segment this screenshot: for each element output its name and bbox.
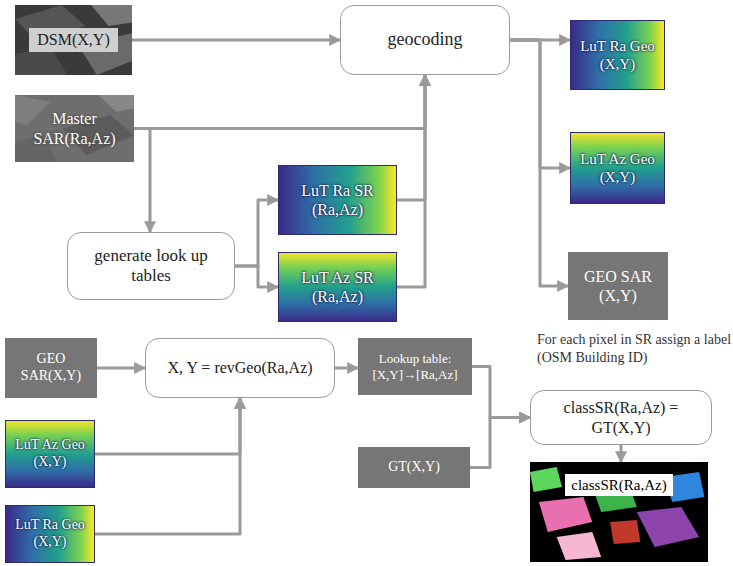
flow-arrow xyxy=(95,398,240,454)
flow-arrow xyxy=(620,445,623,462)
flow-arrow xyxy=(235,200,278,266)
texture-patch xyxy=(557,532,602,560)
class-map-image: classSR(Ra,Az) xyxy=(530,462,708,562)
process-box: generate look up tables xyxy=(67,232,235,300)
lookup-table-image: LuT Ra Geo (X,Y) xyxy=(5,505,95,563)
data-box: Lookup table: [X,Y]→[Ra,Az] xyxy=(358,338,472,395)
data-box: GT(X,Y) xyxy=(358,447,470,488)
node-text: Lookup table: [X,Y]→[Ra,Az] xyxy=(363,351,467,382)
node-text: GEO SAR (X,Y) xyxy=(574,267,662,305)
img-grey-texture xyxy=(15,95,134,162)
texture-patch xyxy=(539,497,592,532)
flow-arrow xyxy=(472,367,530,418)
node-text: LuT Ra Geo (X,Y) xyxy=(577,37,658,73)
node-text: LuT Ra Geo (X,Y) xyxy=(12,517,88,551)
data-box: GEO SAR(X,Y) xyxy=(5,338,97,398)
node-text: LuT Az SR (Ra,Az) xyxy=(287,268,388,306)
lookup-table-image: LuT Ra SR (Ra,Az) xyxy=(278,165,397,235)
node-text: DSM(X,Y) xyxy=(29,28,117,51)
node-text: Master SAR(Ra,Az) xyxy=(21,109,128,147)
flow-arrow xyxy=(134,75,425,129)
texture-patch xyxy=(530,467,562,492)
lookup-table-image: LuT Az SR (Ra,Az) xyxy=(278,252,397,322)
texture-patch xyxy=(610,520,640,544)
process-box: X, Y = revGeo(Ra,Az) xyxy=(145,338,335,398)
node-text: classSR(Ra,Az) = GT(X,Y) xyxy=(537,398,705,436)
node-text: GEO SAR(X,Y) xyxy=(11,351,91,385)
node-text: X, Y = revGeo(Ra,Az) xyxy=(167,358,312,377)
flow-arrow xyxy=(397,75,425,287)
flow-arrow xyxy=(397,75,425,200)
lookup-table-image: LuT Ra Geo (X,Y) xyxy=(570,20,665,90)
texture-patch xyxy=(15,95,51,125)
node-text: LuT Ra SR (Ra,Az) xyxy=(287,181,388,219)
texture-patch xyxy=(91,5,132,26)
note-text: For each pixel in SR assign a label (OSM… xyxy=(537,331,733,366)
dsm-image: DSM(X,Y) xyxy=(15,5,132,75)
lookup-table-image: LuT Az Geo (X,Y) xyxy=(5,420,95,488)
flow-arrow xyxy=(134,129,150,233)
node-text: LuT Az Geo (X,Y) xyxy=(577,150,658,186)
node-text: classSR(Ra,Az) xyxy=(565,474,672,496)
node-text: generate look up tables xyxy=(90,246,212,287)
flow-arrow xyxy=(510,40,568,286)
lookup-table-image: LuT Az Geo (X,Y) xyxy=(570,132,665,204)
flow-arrow xyxy=(235,266,278,287)
texture-patch xyxy=(98,95,134,112)
flow-arrow xyxy=(335,367,358,370)
flow-arrow xyxy=(470,418,530,468)
flow-arrow xyxy=(95,398,240,534)
process-box: classSR(Ra,Az) = GT(X,Y) xyxy=(530,390,712,445)
process-box: geocoding xyxy=(340,5,510,75)
flow-arrow xyxy=(97,367,145,370)
node-text: LuT Az Geo (X,Y) xyxy=(12,437,88,471)
node-text: GT(X,Y) xyxy=(388,459,440,476)
texture-patch xyxy=(637,507,699,547)
data-box: GEO SAR (X,Y) xyxy=(568,252,668,320)
node-text: geocoding xyxy=(388,29,463,51)
sar-image: Master SAR(Ra,Az) xyxy=(15,95,134,162)
flow-arrow xyxy=(132,39,340,42)
